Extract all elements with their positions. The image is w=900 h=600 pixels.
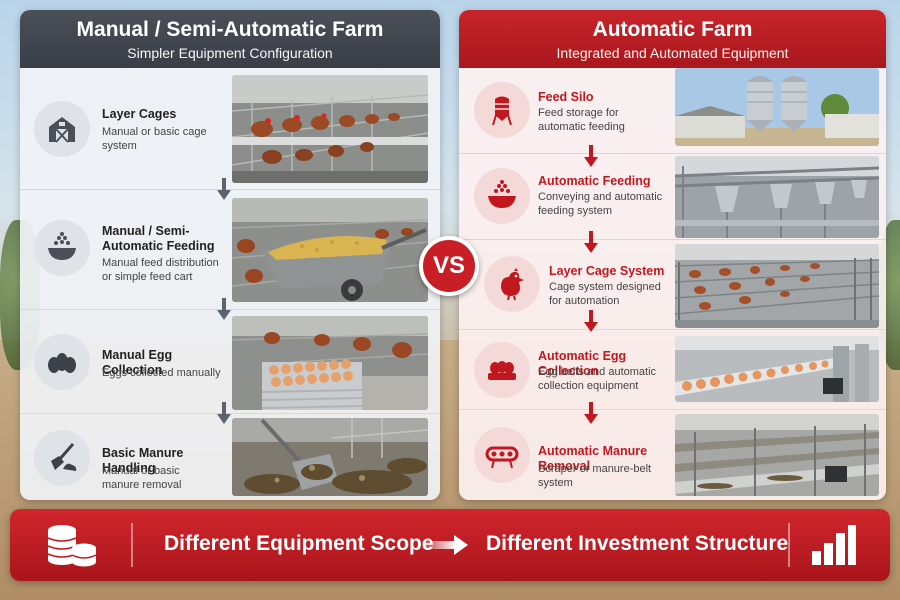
auto-row-desc: Scraper or manure-belt system (538, 463, 652, 489)
automatic-farm-subtitle: Integrated and Automated Equipment (556, 45, 789, 61)
auto-row-layer-cage: Layer Cage System Cage system designed f… (459, 240, 886, 330)
automatic-farm-title: Automatic Farm (592, 18, 753, 41)
coins-icon (47, 525, 97, 567)
auto-row-manure-removal: Automatic Manure Removal Scraper or manu… (459, 410, 886, 500)
manual-row-title: Manual Egg Collection (102, 348, 173, 377)
manual-row-title: Basic Manure Handling (102, 446, 184, 475)
auto-row-desc: Cage system designed for automation (549, 281, 661, 307)
arrow-right-icon (422, 535, 468, 555)
manual-row-desc: Manual feed distribution or simple feed … (102, 257, 219, 283)
manual-farm-panel: Manual / Semi-Automatic Farm Simpler Equ… (20, 10, 440, 500)
manual-farm-title: Manual / Semi-Automatic Farm (76, 18, 384, 41)
manual-row-desc: Eggs collected manually (102, 367, 221, 379)
equipment-scope-label: Different Equipment Scope (164, 532, 434, 555)
auto-row-title: Layer Cage System (549, 264, 665, 278)
manual-farm-header: Manual / Semi-Automatic Farm Simpler Equ… (20, 10, 440, 68)
auto-row-feed-silo: Feed Silo Feed storage for automatic fee… (459, 68, 886, 154)
auto-row-title: Feed Silo (538, 90, 594, 104)
banner-divider (131, 523, 133, 567)
feed-bowl-icon (34, 220, 90, 276)
manual-row-egg-collection: Manual Egg Collection Eggs collected man… (20, 310, 440, 414)
layer-cage-photo (675, 244, 879, 328)
auto-row-title: Automatic Manure Removal (538, 444, 648, 473)
manual-row-layer-cages: Layer Cages Manual or basic cage system (20, 68, 440, 190)
feed-cart-photo (232, 198, 428, 302)
silo-photo (675, 68, 879, 146)
egg-belt-photo (675, 336, 879, 402)
feeding-system-photo (675, 156, 879, 238)
arrow-down-icon (217, 178, 231, 200)
auto-row-egg-collection: Automatic Egg Collection Egg belts and a… (459, 330, 886, 410)
auto-row-desc: Conveying and automatic feeding system (538, 191, 663, 217)
arrow-down-icon (217, 298, 231, 320)
egg-tray-photo (232, 316, 428, 410)
manual-row-title: Manual / Semi-Automatic Feeding (102, 224, 215, 253)
conveyor-icon (474, 427, 530, 483)
vs-badge: VS (419, 236, 479, 296)
hen-icon (484, 256, 540, 312)
eggs-icon (34, 334, 90, 390)
silo-icon (474, 82, 530, 138)
automatic-farm-panel: Automatic Farm Integrated and Automated … (459, 10, 886, 500)
auto-row-title: Automatic Egg Collection (538, 349, 627, 378)
egg-tray-icon (474, 342, 530, 398)
manual-row-title: Layer Cages (102, 107, 177, 121)
shovel-icon (34, 430, 90, 486)
arrow-down-icon (584, 231, 598, 253)
feed-bowl-icon (474, 168, 530, 224)
auto-row-desc: Feed storage for automatic feeding (538, 107, 625, 133)
arrow-down-icon (217, 402, 231, 424)
manual-row-desc: Manual or basic manure removal (102, 465, 182, 491)
automatic-farm-header: Automatic Farm Integrated and Automated … (459, 10, 886, 68)
manual-row-manure: Basic Manure Handling Manual or basic ma… (20, 414, 440, 500)
arrow-down-icon (584, 145, 598, 167)
arrow-down-icon (584, 310, 598, 332)
banner-divider (788, 523, 790, 567)
auto-row-desc: Egg belts and automatic collection equip… (538, 366, 657, 392)
manual-row-feeding: Manual / Semi-Automatic Feeding Manual f… (20, 190, 440, 310)
arrow-down-icon (584, 402, 598, 424)
cage-photo (232, 75, 428, 183)
auto-row-feeding: Automatic Feeding Conveying and automati… (459, 154, 886, 240)
manure-belt-photo (675, 414, 879, 496)
manual-row-desc: Manual or basic cage system (102, 126, 207, 152)
auto-row-title: Automatic Feeding (538, 174, 651, 188)
bar-chart-icon (812, 525, 856, 565)
investment-structure-label: Different Investment Structure (486, 532, 789, 555)
manual-farm-subtitle: Simpler Equipment Configuration (127, 45, 333, 61)
manure-shovel-photo (232, 418, 428, 496)
comparison-banner: Different Equipment Scope Different Inve… (10, 509, 890, 581)
barn-icon (34, 101, 90, 157)
